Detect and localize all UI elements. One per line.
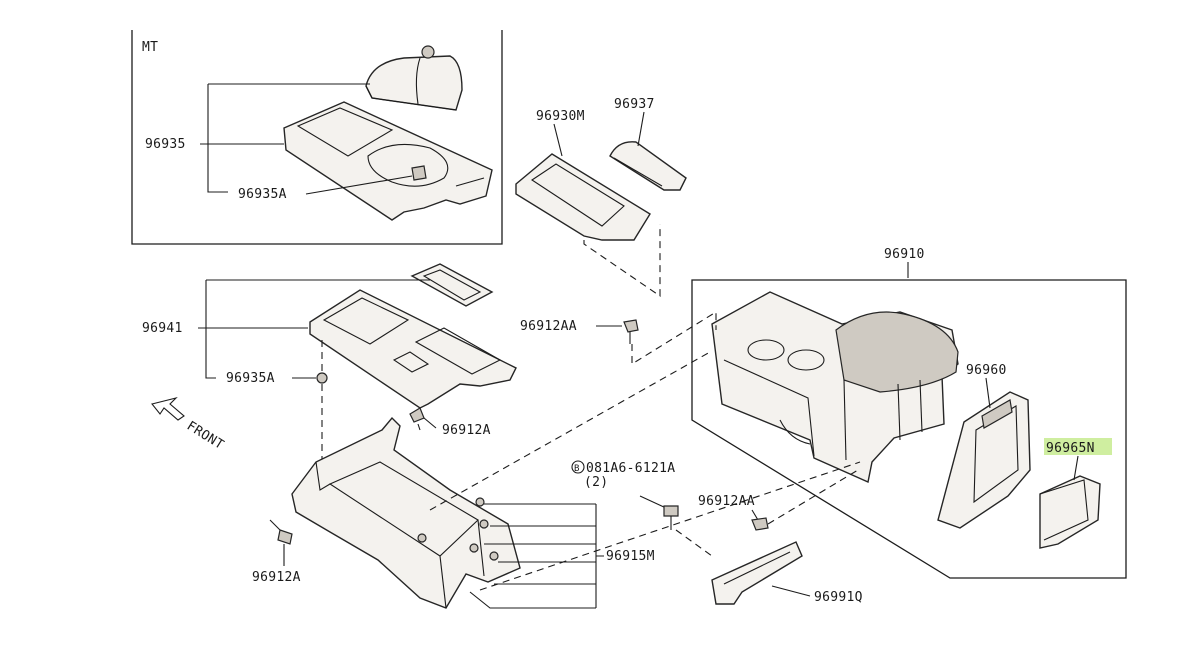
leader-96935-bracket — [207, 84, 228, 193]
front-label: FRONT — [184, 419, 226, 453]
label-96960: 96960 — [966, 363, 1007, 378]
leader-96915m-set — [469, 503, 596, 609]
label-96935a-mid: 96935A — [226, 371, 275, 386]
leader-081a6 — [639, 495, 667, 509]
label-b-prefix: B — [574, 464, 580, 474]
shift-boot — [365, 45, 463, 111]
label-96912aa-top: 96912AA — [520, 319, 577, 334]
clip-96912a-mid — [409, 407, 425, 431]
label-081a6: 081A6-6121A — [586, 461, 675, 476]
label-96912a-low: 96912A — [252, 570, 301, 585]
leader-96965n — [1073, 455, 1079, 481]
console-seal-frame — [410, 263, 494, 307]
label-96930m: 96930M — [536, 109, 585, 124]
rear-console-finisher — [937, 391, 1031, 529]
mt-console-finisher — [283, 101, 493, 221]
dash-bolt-bracket — [675, 529, 713, 557]
label-96965n: 96965N — [1046, 441, 1095, 456]
label-96912a-mid: 96912A — [442, 423, 491, 438]
clip-96912aa-top — [623, 319, 639, 344]
console-bracket — [711, 541, 803, 605]
label-96937: 96937 — [614, 97, 655, 112]
main-console-frame — [691, 279, 1127, 579]
mt-inset-frame — [131, 30, 503, 245]
cup-holder-finisher — [515, 153, 651, 241]
leader-96912aa-low — [751, 509, 759, 521]
dash-base-console-top — [429, 351, 711, 511]
label-96991q: 96991Q — [814, 590, 863, 605]
dash-base-console-bottom — [479, 461, 861, 591]
center-console-body — [711, 291, 959, 483]
label-96935: 96935 — [145, 137, 186, 152]
bolt-081a6 — [663, 505, 679, 530]
console-pocket-assy — [1039, 475, 1101, 549]
leader-96935a-top — [305, 175, 413, 195]
dash-96930m — [583, 224, 661, 298]
label-96912aa-low: 96912AA — [698, 494, 755, 509]
lower-console-base — [291, 416, 521, 609]
at-console-finisher — [309, 289, 517, 409]
leader-96991q — [771, 585, 811, 597]
leader-96941-bracket — [205, 280, 216, 379]
console-lid-cover — [609, 141, 687, 191]
leader-96912a-mid — [423, 417, 437, 429]
mt-label: MT — [142, 40, 158, 55]
label-96965n-highlight — [1044, 438, 1112, 455]
label-96910: 96910 — [884, 247, 925, 262]
leader-96915m — [595, 504, 604, 608]
dash-96912aa-low — [767, 469, 859, 525]
leader-96960 — [985, 377, 991, 409]
b-symbol-icon — [571, 460, 585, 474]
clip-96912a-low — [269, 519, 293, 545]
label-96935a-top: 96935A — [238, 187, 287, 202]
front-arrow-icon — [151, 396, 185, 421]
label-96941: 96941 — [142, 321, 183, 336]
label-081a6-qty: (2) — [584, 475, 608, 490]
leader-96930m — [553, 123, 563, 157]
clip-96912aa-low — [751, 517, 769, 531]
clip-96935a — [316, 372, 328, 384]
leader-96937 — [637, 111, 645, 147]
label-96915m: 96915M — [606, 549, 655, 564]
